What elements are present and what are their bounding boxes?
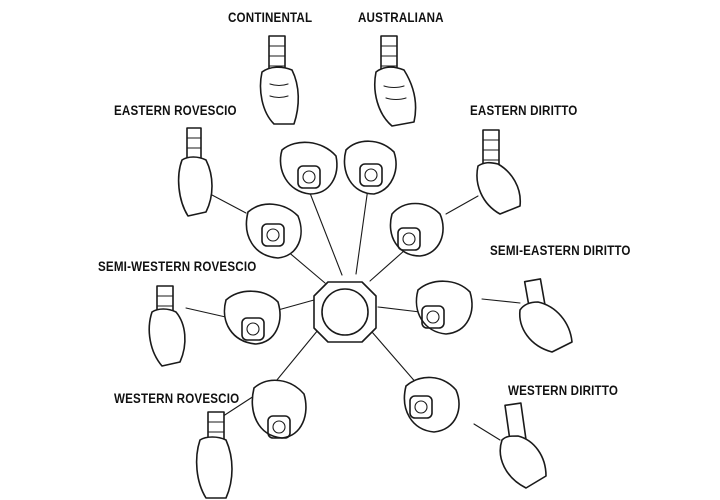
fist-australiana: [343, 140, 397, 195]
fist-semi-western-rovescio: [223, 290, 281, 345]
connector-lines: [185, 187, 521, 441]
label-eastern-diritto: EASTERN DIRITTO: [470, 103, 578, 118]
label-continental: CONTINENTAL: [228, 10, 313, 25]
label-australiana: AUSTRALIANA: [358, 10, 444, 25]
label-semi-western-rovescio: SEMI-WESTERN ROVESCIO: [98, 259, 257, 274]
handle-octagon: [313, 281, 377, 343]
label-eastern-rovescio: EASTERN ROVESCIO: [114, 103, 237, 118]
fist-eastern-diritto: [389, 202, 444, 257]
racquet-continental: [259, 35, 300, 125]
racquet-semi-eastern-diritto: [519, 278, 573, 353]
label-western-diritto: WESTERN DIRITTO: [508, 383, 619, 398]
fist-eastern-rovescio: [245, 203, 302, 259]
racquet-australiana: [374, 35, 417, 127]
racquet-eastern-diritto: [476, 129, 522, 215]
racquet-western-diritto: [499, 402, 547, 489]
racquet-semi-western-rovescio: [148, 285, 186, 367]
fist-semi-eastern-diritto: [415, 280, 473, 335]
racquet-western-rovescio: [195, 411, 233, 499]
label-western-rovescio: WESTERN ROVESCIO: [114, 391, 240, 406]
label-semi-eastern-diritto: SEMI-EASTERN DIRITTO: [490, 243, 631, 258]
fist-continental: [279, 141, 338, 195]
racquet-eastern-rovescio: [177, 127, 213, 217]
fist-western-rovescio: [251, 379, 307, 439]
fist-western-diritto: [403, 376, 460, 433]
